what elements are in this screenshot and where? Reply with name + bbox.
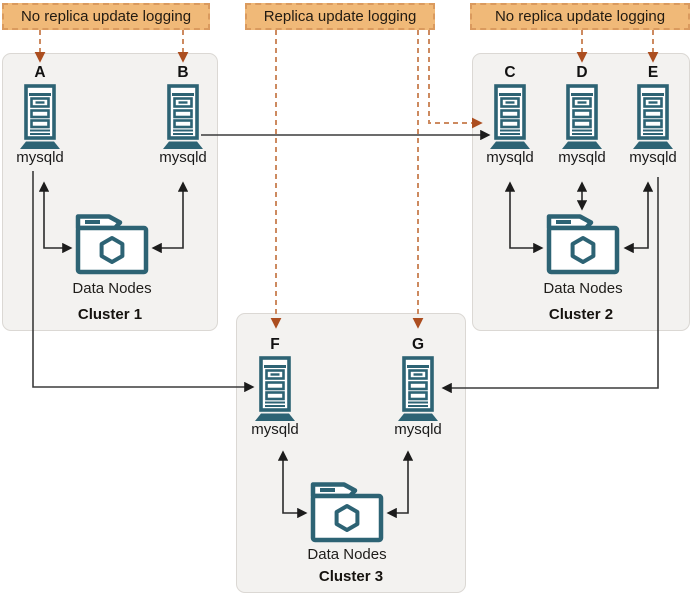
server-node-e: E mysqld <box>613 64 692 168</box>
data-nodes-label-cluster-2: Data Nodes <box>543 280 623 297</box>
arrow-f-datanodes <box>277 450 308 519</box>
mysqld-label-a: mysqld <box>16 149 64 166</box>
server-letter-e: E <box>647 64 659 81</box>
banner-no-replica-update-logging-left: No replica update logging <box>2 3 210 30</box>
data-nodes-cluster-3 <box>307 480 387 549</box>
arrow-c-datanodes <box>504 181 544 254</box>
server-node-d: D mysqld <box>542 64 622 168</box>
arrow-e-to-g <box>441 177 659 394</box>
server-letter-a: A <box>34 64 46 81</box>
server-letter-c: C <box>504 64 516 81</box>
folder-hexagon-icon <box>546 214 620 275</box>
data-nodes-cluster-2 <box>543 212 623 281</box>
banner-no-replica-update-logging-right: No replica update logging <box>470 3 690 30</box>
cluster-3-title: Cluster 3 <box>318 568 384 585</box>
server-icon <box>163 84 203 149</box>
mysqld-label-g: mysqld <box>394 421 442 438</box>
server-letter-b: B <box>177 64 189 81</box>
data-nodes-cluster-1 <box>72 212 152 281</box>
server-node-c: C mysqld <box>470 64 550 168</box>
server-letter-g: G <box>411 336 425 353</box>
dashed-arrow-banner2-c <box>428 30 483 129</box>
mysqld-label-e: mysqld <box>629 149 677 166</box>
mysqld-label-c: mysqld <box>486 149 534 166</box>
server-icon <box>633 84 673 149</box>
mysqld-label-d: mysqld <box>558 149 606 166</box>
folder-hexagon-icon <box>75 214 149 275</box>
server-node-f: F mysqld <box>235 336 315 440</box>
arrow-a-datanodes <box>38 181 73 254</box>
server-letter-f: F <box>270 336 280 353</box>
server-letter-d: D <box>576 64 588 81</box>
server-node-g: G mysqld <box>378 336 458 440</box>
server-node-a: A mysqld <box>0 64 80 168</box>
server-icon <box>490 84 530 149</box>
server-icon <box>255 356 295 421</box>
cluster-1-title: Cluster 1 <box>77 306 143 323</box>
cluster-2-title: Cluster 2 <box>548 306 614 323</box>
arrow-b-datanodes <box>151 181 189 254</box>
server-icon <box>20 84 60 149</box>
server-icon <box>562 84 602 149</box>
arrow-a-to-f <box>32 171 255 393</box>
folder-hexagon-icon <box>310 482 384 543</box>
mysqld-label-f: mysqld <box>251 421 299 438</box>
mysqld-label-b: mysqld <box>159 149 207 166</box>
arrow-g-datanodes <box>386 450 414 519</box>
server-icon <box>398 356 438 421</box>
banner-replica-update-logging: Replica update logging <box>245 3 435 30</box>
data-nodes-label-cluster-3: Data Nodes <box>307 546 387 563</box>
server-node-b: B mysqld <box>143 64 223 168</box>
data-nodes-label-cluster-1: Data Nodes <box>72 280 152 297</box>
arrow-e-datanodes <box>623 181 654 254</box>
